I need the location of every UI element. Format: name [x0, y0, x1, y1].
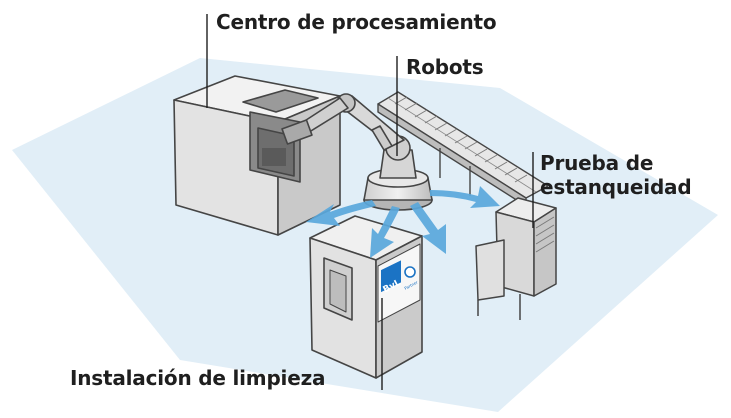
label-robots: Robots [406, 55, 484, 79]
arrow-left-icon [306, 200, 376, 226]
cleaning-system-machine [309, 215, 423, 379]
label-processing-center: Centro de procesamiento [216, 10, 497, 34]
label-leak-test-line1: Prueba de [540, 151, 654, 175]
arrow-down-right-icon [410, 202, 446, 254]
arrow-down-left-icon [370, 206, 400, 258]
robot-arm [281, 93, 433, 211]
leader-lines [206, 14, 534, 390]
material-flow-arrows [306, 186, 500, 258]
label-cleaning-system: Instalación de limpieza [70, 366, 326, 390]
label-leak-test-line2: estanqueidad [540, 175, 692, 199]
partner-logo: Partner [403, 279, 418, 290]
arrow-right-icon [430, 186, 500, 208]
leak-test-machine [475, 197, 557, 320]
conveyor-belt [377, 91, 549, 207]
processing-center-machine [173, 75, 341, 236]
